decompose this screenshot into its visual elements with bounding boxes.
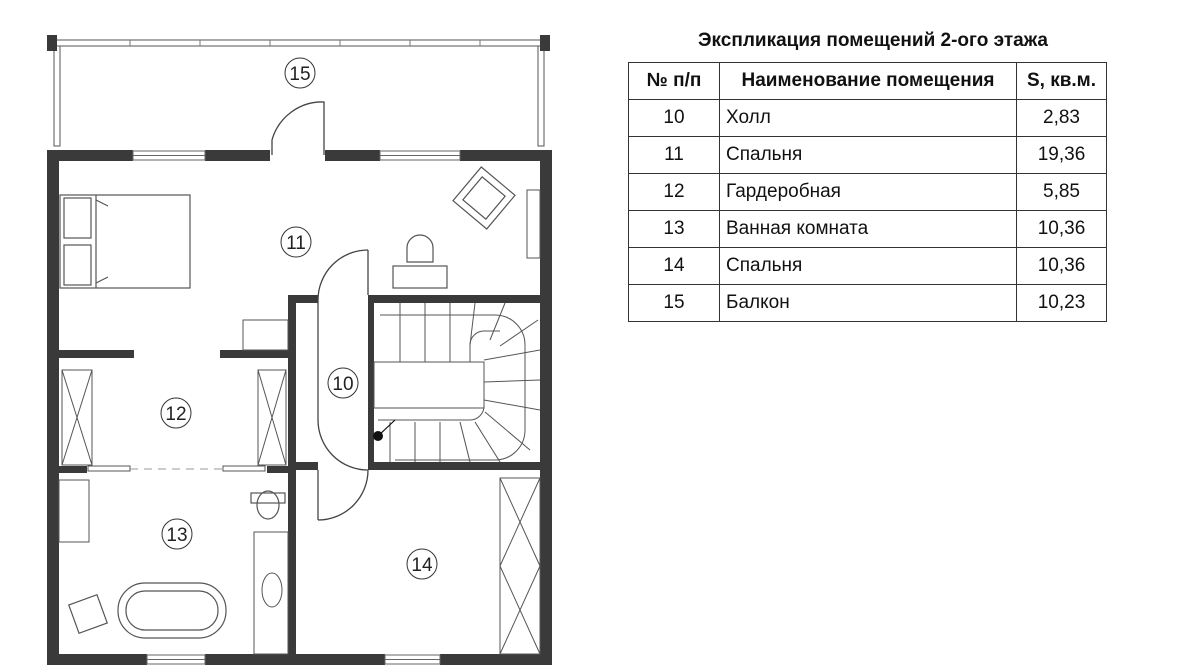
room-label-10: 10 <box>327 367 359 399</box>
room-label-14: 14 <box>406 548 438 580</box>
row-num: 15 <box>628 284 720 322</box>
table-title: Экспликация помещений 2-ого этажа <box>698 30 1048 51</box>
header-area: S, кв.м. <box>1016 62 1107 100</box>
svg-text:10: 10 <box>332 374 353 395</box>
balcony-railing <box>53 39 545 147</box>
row-name: Холл <box>719 99 1017 137</box>
closet-left-12 <box>61 369 93 466</box>
room-label-13: 13 <box>161 518 193 550</box>
row-name: Спальня <box>719 136 1017 174</box>
staircase <box>373 302 541 463</box>
bathroom-counter <box>253 531 289 655</box>
closet-14 <box>499 477 541 655</box>
balcony-posts <box>47 35 550 51</box>
double-bed <box>59 194 191 289</box>
table-row: 10 Холл 2,83 <box>628 99 1107 137</box>
header-name: Наименование помещения <box>719 62 1017 100</box>
balcony-railing-ticks <box>129 40 481 46</box>
header-num: № п/п <box>628 62 720 100</box>
row-name: Спальня <box>719 247 1017 285</box>
bathtub <box>117 582 227 639</box>
row-name: Балкон <box>719 284 1017 322</box>
armchair <box>452 166 516 230</box>
row-num: 12 <box>628 173 720 211</box>
row-area: 19,36 <box>1016 136 1107 174</box>
room-label-12: 12 <box>160 397 192 429</box>
windows <box>132 150 461 665</box>
svg-text:14: 14 <box>411 555 433 576</box>
row-area: 2,83 <box>1016 99 1107 137</box>
row-area: 10,36 <box>1016 247 1107 285</box>
table-row: 12 Гардеробная 5,85 <box>628 173 1107 211</box>
svg-text:13: 13 <box>166 525 187 546</box>
room-schedule-table: № п/п Наименование помещения S, кв.м. 10… <box>628 62 1107 322</box>
desk-chair <box>392 234 448 289</box>
doors <box>271 101 369 521</box>
wardrobe-11 <box>526 189 541 259</box>
table-row: 11 Спальня 19,36 <box>628 136 1107 174</box>
row-num: 10 <box>628 99 720 137</box>
closet-right-12 <box>257 369 287 466</box>
row-area: 5,85 <box>1016 173 1107 211</box>
toilet <box>250 490 286 520</box>
interior-walls <box>59 295 540 665</box>
svg-text:12: 12 <box>165 404 186 425</box>
bathroom-cabinet <box>58 479 90 543</box>
sliding-door-12-13 <box>87 465 266 472</box>
row-name: Гардеробная <box>719 173 1017 211</box>
row-area: 10,36 <box>1016 210 1107 248</box>
bath-stool <box>68 594 108 634</box>
room-label-15: 15 <box>284 57 316 89</box>
svg-text:11: 11 <box>286 233 306 254</box>
stair-direction-arrow <box>377 419 396 437</box>
room-label-11: 11 <box>280 226 312 258</box>
row-name: Ванная комната <box>719 210 1017 248</box>
row-area: 10,23 <box>1016 284 1107 322</box>
table-row: 13 Ванная комната 10,36 <box>628 210 1107 248</box>
svg-text:15: 15 <box>289 64 310 85</box>
table-row: 15 Балкон 10,23 <box>628 284 1107 322</box>
table-row: 14 Спальня 10,36 <box>628 247 1107 285</box>
table-header-row: № п/п Наименование помещения S, кв.м. <box>628 62 1107 100</box>
row-num: 14 <box>628 247 720 285</box>
row-num: 13 <box>628 210 720 248</box>
dresser <box>242 319 289 351</box>
floor-plan: 15 11 10 12 13 14 <box>47 35 552 665</box>
row-num: 11 <box>628 136 720 174</box>
